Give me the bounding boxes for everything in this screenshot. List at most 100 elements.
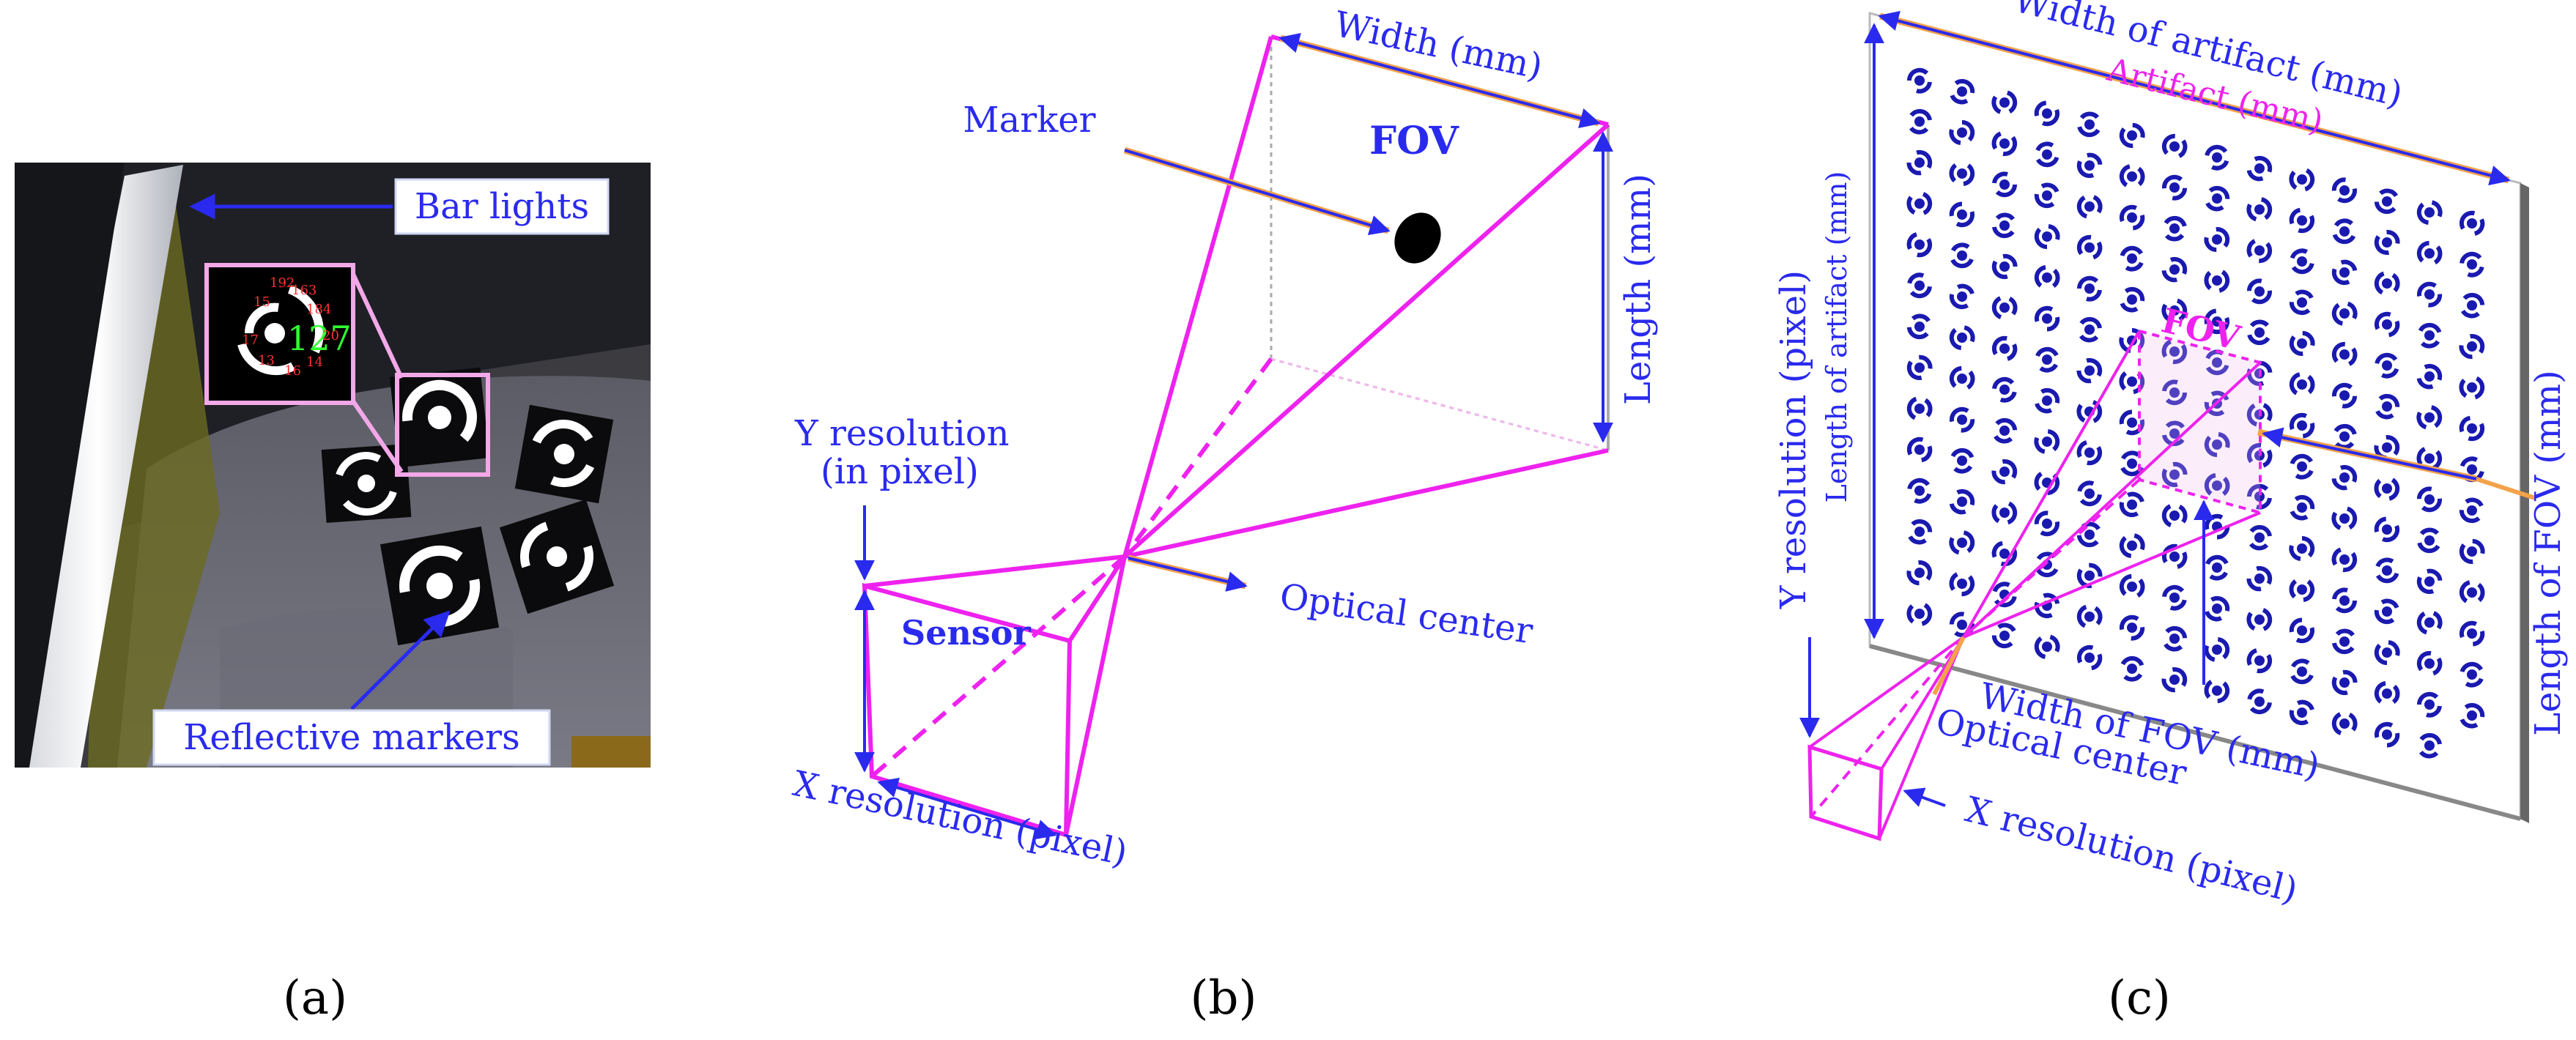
artifact-dot-marker <box>2290 453 2314 480</box>
artifact-dot-marker <box>2331 301 2358 326</box>
artifact-dot-marker <box>2205 185 2230 212</box>
artifact-dot-marker <box>2076 234 2103 260</box>
artifact-dot-marker <box>1949 489 1975 515</box>
artifact-dot-marker <box>2374 478 2400 501</box>
artifact-dot-marker <box>1906 192 1933 215</box>
length-fov-arrow <box>2262 427 2477 480</box>
artifact-dot-marker <box>2204 637 2230 662</box>
artifact-dot-marker <box>2290 658 2314 685</box>
artifact-dot-marker <box>2416 363 2443 390</box>
artifact-dot-marker <box>2246 483 2272 510</box>
artifact-dot-marker <box>1949 406 1975 433</box>
artifact-dot-marker <box>2416 486 2442 513</box>
artifact-dot-marker <box>2246 197 2273 222</box>
length-artifact-label: Length of artifact (mm) <box>1821 171 1853 503</box>
artifact-dot-marker <box>2289 412 2315 439</box>
y-resolution-label-line2: (in pixel) <box>821 451 979 492</box>
artifact-dot-marker <box>1906 560 1933 586</box>
artifact-dot-marker <box>2077 480 2102 507</box>
artifact-dot-marker <box>2332 218 2356 245</box>
artifact-dot-marker <box>1949 530 1975 555</box>
artifact-dot-marker <box>1949 283 1974 310</box>
artifact-dot-marker <box>1906 354 1933 381</box>
artifact-dot-marker <box>2289 535 2315 561</box>
artifact-dot-marker <box>2162 584 2187 611</box>
artifact-dot-marker <box>2034 182 2059 209</box>
artifact-dot-marker <box>2034 510 2060 537</box>
optical-center-label: Optical center <box>1277 576 1535 652</box>
panel-c-diagram: Width of artifact (mm) Artifact (mm) Len… <box>1773 0 2569 1025</box>
artifact-dot-marker <box>2416 200 2443 225</box>
bar-lights-label: Bar lights <box>415 186 589 227</box>
artifact-dot-marker <box>2035 387 2060 414</box>
artifact-dot-marker <box>2374 311 2400 338</box>
artifact-dot-marker <box>2204 432 2230 458</box>
artifact-dot-marker <box>2161 461 2188 488</box>
caption-c: (c) <box>2108 971 2171 1025</box>
artifact-dot-marker <box>2289 372 2315 395</box>
optical-center-leader <box>1932 636 1966 696</box>
x-resolution-label: X resolution (pixel) <box>1961 789 2301 911</box>
artifact-dot-marker <box>2289 699 2314 726</box>
artifact-dot-marker <box>2459 620 2485 647</box>
artifact-dot-marker <box>2119 491 2144 518</box>
artifact-dot-marker <box>2204 680 2230 704</box>
reflective-marker-4 <box>499 499 615 614</box>
artifact-dot-marker <box>2374 516 2400 543</box>
bar-lights-label-box <box>394 178 610 235</box>
artifact-dot-marker <box>2460 251 2484 278</box>
artifact-dot-marker <box>1907 272 1932 299</box>
optical-center-arrow <box>1128 557 1248 592</box>
artifact-dot-marker <box>2119 533 2145 558</box>
artifact-dot-marker <box>2374 681 2400 705</box>
artifact-dot-marker <box>2034 224 2060 250</box>
artifact-dot-marker <box>1906 232 1933 258</box>
artifact-dot-marker <box>2332 587 2358 614</box>
artifact-dot-marker <box>2331 341 2358 366</box>
marker-dot <box>1394 212 1441 264</box>
artifact-dot-marker <box>2416 568 2443 595</box>
artifact-dot-marker <box>2416 240 2443 265</box>
artifact-dot-marker <box>1906 313 1931 340</box>
artifact-dot-marker <box>1991 296 2018 319</box>
artifact-dot-marker <box>2247 319 2270 346</box>
artifact-dot-marker <box>2161 666 2188 693</box>
artifact-dot-marker <box>2374 188 2399 215</box>
artifact-dot-marker <box>1949 201 1975 228</box>
inset-ring-number: 15 <box>253 294 270 310</box>
artifact-dot-marker <box>1950 447 1974 474</box>
artifact-dot-marker <box>2120 286 2145 313</box>
inset-ring-number: 20 <box>322 328 339 343</box>
artifact-dot-marker <box>2204 270 2230 293</box>
artifact-dot-marker <box>2035 346 2059 373</box>
artifact-dot-marker <box>1906 396 1933 420</box>
width-arrow <box>1278 32 1601 129</box>
inset-ring-number: 13 <box>258 353 275 368</box>
artifact-dot-marker <box>2374 640 2400 666</box>
artifact-dot-marker <box>2416 691 2442 718</box>
artifact-dot-marker <box>1950 242 1974 269</box>
reflective-marker-5 <box>380 526 500 646</box>
artifact-dot-marker <box>2416 611 2443 635</box>
artifact-dot-marker <box>1908 519 1933 545</box>
artifact-dot-marker <box>2246 278 2272 305</box>
artifact-dot-marker <box>2416 650 2443 676</box>
artifact-dot-marker <box>2331 464 2358 491</box>
artifact-dot-marker <box>2119 614 2145 641</box>
x-resolution-pointer <box>1903 787 1946 807</box>
photo-gold-corner <box>571 736 651 768</box>
y-resolution-label: Y resolution (pixel) <box>1773 270 1814 609</box>
photo-left-shadow <box>15 163 125 768</box>
inset-ring-number: 192 <box>270 275 295 291</box>
artifact-dot-marker <box>2460 292 2485 319</box>
artifact-dot-marker <box>1991 501 2018 525</box>
artifact-dot-marker <box>2332 628 2355 655</box>
artifact-dot-marker <box>2204 227 2230 253</box>
artifact-dot-marker <box>2333 423 2357 450</box>
x-resolution-arrow <box>877 777 1057 840</box>
width-artifact-arrow <box>1878 10 2511 186</box>
artifact-dot-marker <box>2374 271 2400 295</box>
